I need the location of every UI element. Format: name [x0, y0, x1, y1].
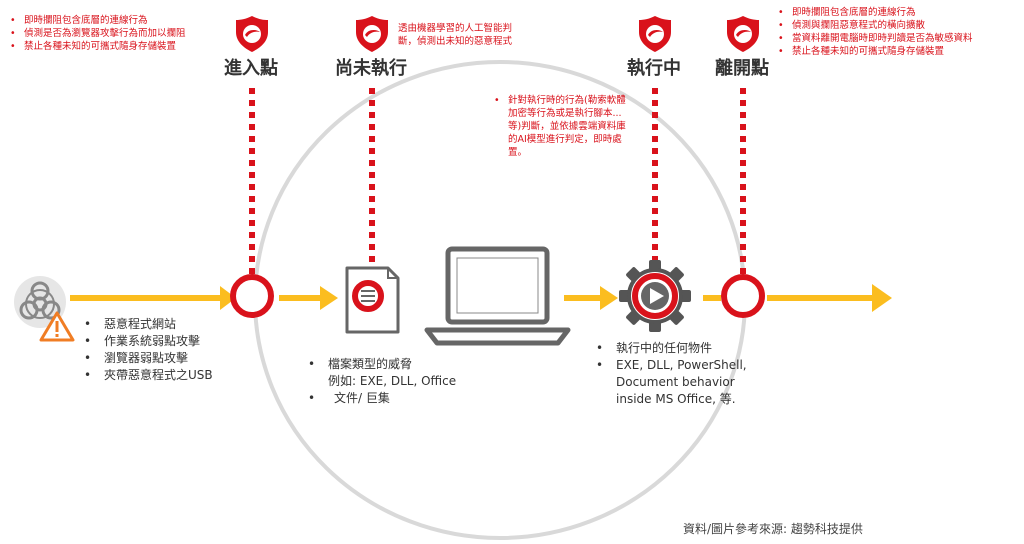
exit-red-note: 即時攔阻包含底層的連線行為: [778, 6, 973, 19]
checkpoints: [230, 274, 765, 318]
list-item: 瀏覽器弱點攻擊: [82, 350, 213, 367]
list-item: 惡意程式網站: [82, 316, 213, 333]
flow-arrows: [70, 284, 892, 312]
entry-red-notes: 即時攔阻包含底層的連線行為 偵測是否為瀏覽器攻擊行為而加以攔阻 禁止各種未知的可…: [10, 14, 186, 53]
entry-red-note: 禁止各種未知的可攜式隨身存儲裝置: [10, 40, 186, 53]
pre-exec-red-note: 透由機器學習的人工智能判 斷，偵測出未知的惡意程式: [398, 23, 513, 47]
entry-red-note: 偵測是否為瀏覽器攻擊行為而加以攔阻: [10, 27, 186, 40]
biohazard-icon: [14, 276, 66, 328]
stage-title-exit: 離開點: [715, 58, 769, 79]
laptop-icon: [424, 246, 571, 346]
flow-arrow-shaft: [564, 295, 604, 301]
flow-arrow-shaft: [703, 295, 721, 301]
entry-red-note: 即時攔阻包含底層的連線行為: [10, 14, 186, 27]
list-item: 夾帶惡意程式之USB: [82, 367, 213, 384]
stage-title-entry: 進入點: [224, 58, 278, 79]
exit-red-notes: 即時攔阻包含底層的連線行為 偵測與攔阻惡意程式的橫向擴散 當資料離開電腦時即時判…: [778, 6, 973, 58]
runtime-red-note: • 針對執行時的行為(勒索軟體 加密等行為或是執行腳本... 等)判斷，並依據雲…: [494, 95, 626, 158]
gear-play-icon: [619, 260, 691, 332]
entry-checkpoint: [230, 274, 274, 318]
stage-title-runtime: 執行中: [627, 58, 681, 79]
shield-icon: [727, 16, 759, 52]
stage-guides: [249, 88, 746, 275]
shield-icon: [236, 16, 268, 52]
shield-icon: [639, 16, 671, 52]
flow-arrow-shaft: [279, 295, 324, 301]
stage-title-pre-exec: 尚未執行: [335, 58, 407, 79]
list-item: 作業系統弱點攻擊: [82, 333, 213, 350]
source-credit: 資料/圖片參考來源: 趨勢科技提供: [683, 522, 863, 536]
exit-red-note: 當資料離開電腦時即時判讀是否為敏感資料: [778, 32, 973, 45]
flow-arrow-shaft: [767, 295, 875, 301]
document-icon: [345, 266, 400, 334]
exit-red-note: 偵測與攔阻惡意程式的橫向擴散: [778, 19, 973, 32]
exit-checkpoint: [721, 274, 765, 318]
warning-triangle-icon: [39, 311, 75, 342]
entry-source-list: 惡意程式網站 作業系統弱點攻擊 瀏覽器弱點攻擊 夾帶惡意程式之USB: [82, 316, 213, 384]
runtime-details: • 執行中的任何物件 • EXE, DLL, PowerShell, Docum…: [596, 341, 747, 406]
flow-arrowhead: [320, 286, 338, 310]
flow-arrowhead: [872, 284, 892, 312]
flow-arrowhead: [600, 286, 618, 310]
flow-arrowhead: [220, 286, 236, 310]
shield-icon: [356, 16, 388, 52]
flow-arrow-shaft: [70, 295, 220, 301]
exit-red-note: 禁止各種未知的可攜式隨身存儲裝置: [778, 45, 973, 58]
pre-exec-details: • 檔案類型的威脅 例如: EXE, DLL, Office • 文件/ 巨集: [308, 357, 457, 405]
